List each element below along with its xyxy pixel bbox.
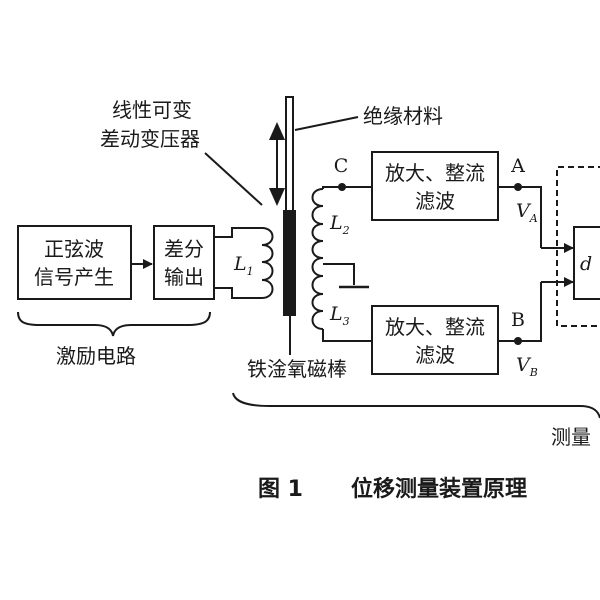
VA-label: VA (516, 200, 538, 225)
amplifier-box-bottom (371, 305, 499, 375)
lvdt-leader-line (204, 152, 263, 206)
amplifier-box-top (371, 151, 499, 221)
measurement-dashed-region (556, 166, 600, 327)
node-C (338, 183, 346, 191)
differential-output-box (153, 225, 215, 300)
sine-generator-label-line1: 正弦波 (44, 237, 104, 261)
node-B (514, 337, 522, 345)
excitation-circuit-label: 激励电路 (56, 344, 136, 368)
figure-caption: 位移测量装置原理 (351, 476, 527, 502)
secondary-coil-L2 (311, 188, 324, 259)
sine-generator-box (17, 225, 132, 300)
measurement-circuit-label: 测量 (551, 425, 591, 449)
amplifier-top-label-line1: 放大、整流 (385, 161, 485, 185)
ferrite-rod-label: 铁淦氧磁棒 (247, 357, 347, 381)
VB-label: VB (516, 354, 538, 379)
figure-number: 图 1 (258, 477, 303, 502)
amplifier-top-label-line2: 滤波 (415, 189, 455, 213)
node-C-label: C (334, 155, 349, 177)
amplifier-bottom-label-line2: 滤波 (415, 343, 455, 367)
L2-label: L2 (329, 212, 350, 237)
insulation-label: 绝缘材料 (363, 104, 443, 128)
node-B-label: B (511, 309, 525, 331)
lvdt-label-line1: 线性可变 (112, 98, 192, 122)
primary-wire-top (214, 227, 262, 238)
L3-label: L3 (329, 303, 350, 328)
wire-L3-to-amp (322, 329, 372, 342)
node-A-label: A (510, 155, 525, 177)
L1-label: L1 (233, 253, 254, 278)
center-tap-wire (323, 263, 355, 285)
differential-output-label-line1: 差分 (164, 237, 204, 261)
sine-generator-label-line2: 信号产生 (34, 265, 114, 289)
primary-coil-L1 (261, 227, 274, 299)
measurement-brace (232, 392, 600, 419)
motion-double-arrow (269, 122, 285, 206)
excitation-brace (17, 311, 211, 337)
differential-output-label-line2: 输出 (164, 265, 204, 289)
comparator-d-label: d (580, 253, 592, 275)
insulation-leader-line (294, 116, 359, 131)
secondary-coil-L3 (311, 257, 324, 330)
wire-A-to-comparator (498, 186, 542, 248)
insulation-rod (285, 96, 294, 216)
amplifier-bottom-label-line1: 放大、整流 (385, 315, 485, 339)
ferrite-core (283, 210, 296, 316)
lvdt-label-line2: 差动变压器 (100, 127, 200, 151)
primary-wire-bottom (214, 287, 262, 299)
node-A (514, 183, 522, 191)
wire-B-to-comparator (498, 282, 542, 342)
wire-L2-to-amp (322, 186, 372, 189)
comparator-d-box (573, 226, 600, 300)
